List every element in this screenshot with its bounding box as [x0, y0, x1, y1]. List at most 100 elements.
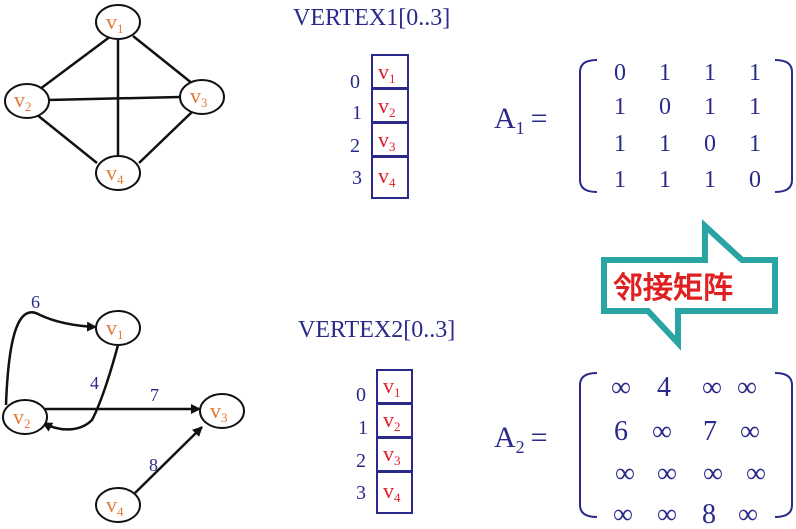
svg-text:v4: v4: [106, 492, 124, 519]
left-bracket: [579, 372, 598, 518]
cell-subscript: 3: [389, 139, 396, 154]
vertex-subscript: 2: [25, 99, 32, 114]
edge-v1-v2: [35, 34, 112, 94]
edge-v3-v4: [138, 110, 194, 164]
cell-letter: v: [378, 127, 389, 152]
matrix-cell: 0: [704, 131, 716, 157]
matrix-cell: 1: [659, 131, 671, 157]
matrix-cell: ∞: [657, 458, 677, 489]
cell-letter: v: [383, 441, 394, 466]
matrix-cell: ∞: [615, 458, 635, 489]
svg-text:v2: v2: [383, 407, 401, 434]
cell-subscript: 1: [394, 385, 401, 400]
right-bracket: [774, 59, 793, 193]
matrix-cell: 1: [614, 94, 626, 120]
matrix-subscript: 2: [516, 437, 525, 457]
matrix-cell: 1: [704, 167, 716, 193]
array-index: 0: [350, 71, 360, 93]
array-index: 1: [358, 417, 368, 439]
cell-subscript: 4: [394, 490, 401, 505]
vertex-letter: v: [210, 398, 221, 423]
array-index: 0: [356, 384, 366, 406]
matrix-cell: ∞: [702, 372, 722, 403]
vertex1-array: VERTEX1[0..3] 0 1 2 3 v1 v2 v3 v4: [293, 5, 450, 199]
vertex-subscript: 4: [117, 504, 124, 519]
vertex-subscript: 3: [221, 410, 228, 425]
cell-letter: v: [383, 407, 394, 432]
edge-v2-v4: [35, 113, 98, 164]
matrix-cell: 0: [659, 94, 671, 120]
cell-subscript: 1: [389, 71, 396, 86]
equals-sign: =: [531, 421, 548, 454]
svg-text:v2: v2: [14, 87, 32, 114]
matrix-subscript: 1: [516, 118, 525, 138]
array-cell: [371, 156, 409, 199]
vertex-v4: v4: [95, 155, 141, 191]
vertex-letter: v: [106, 315, 117, 340]
svg-text:v2: v2: [13, 404, 31, 431]
left-bracket: [579, 59, 598, 193]
array-index: 2: [356, 450, 366, 472]
vertex-subscript: 1: [117, 327, 124, 342]
vertex-subscript: 1: [117, 21, 124, 36]
vertex-v2: v2: [4, 83, 50, 119]
cell-letter: v: [383, 478, 394, 503]
vertex-v4: v4: [95, 487, 141, 523]
matrix-cell: 7: [703, 416, 717, 447]
matrix-cell: ∞: [738, 499, 758, 529]
svg-text:v1: v1: [378, 59, 396, 86]
edge-weight-6: 6: [31, 292, 40, 312]
matrix-cell: 1: [659, 60, 671, 86]
array-index: 2: [350, 135, 360, 157]
svg-text:v2: v2: [378, 93, 396, 120]
vertex-letter: v: [14, 87, 25, 112]
edge-v1-v3: [132, 35, 194, 85]
matrix-cell: 1: [614, 167, 626, 193]
svg-text:v3: v3: [210, 398, 228, 425]
svg-text:v4: v4: [383, 478, 401, 505]
vertex-letter: v: [13, 404, 24, 429]
matrix-cell: 8: [702, 499, 716, 529]
edge-v2-v3: [47, 95, 181, 102]
callout-bubble-shape: [601, 219, 778, 351]
vertex-v1: v1: [95, 4, 141, 40]
edge-v1-v2: [42, 344, 120, 432]
array-index: 1: [352, 102, 362, 124]
array-cell: [376, 471, 413, 514]
matrix-cell: 1: [659, 167, 671, 193]
vertex-letter: v: [190, 83, 201, 108]
cell-letter: v: [378, 163, 389, 188]
vertex-v3: v3: [179, 79, 225, 115]
cell-letter: v: [378, 93, 389, 118]
svg-text:v3: v3: [378, 127, 396, 154]
vertex-subscript: 2: [24, 416, 31, 431]
matrix-cell: 6: [614, 416, 628, 447]
equals-sign: =: [531, 102, 548, 135]
array-index: 3: [356, 482, 366, 504]
edge-v2-v1: [4, 311, 97, 406]
matrix-cell: 1: [704, 60, 716, 86]
matrix-cell: ∞: [740, 416, 760, 447]
vertex2-title: VERTEX2[0..3]: [298, 317, 455, 343]
matrix-cell: ∞: [652, 416, 672, 447]
vertex-v1: v1: [95, 310, 141, 346]
vertex-letter: v: [106, 160, 117, 185]
svg-text:v3: v3: [383, 441, 401, 468]
matrix-label: A2=: [494, 421, 548, 457]
matrix-cell: 0: [749, 167, 761, 193]
matrix-a2: A2= ∞ 4 ∞ ∞ 6 ∞ 7 ∞ ∞ ∞ ∞ ∞ ∞ ∞ 8 ∞: [494, 372, 793, 529]
edge-weight-4: 4: [90, 373, 99, 393]
array-index: 3: [352, 167, 362, 189]
edge-weight-8: 8: [149, 455, 158, 475]
right-bracket: [774, 372, 793, 518]
matrix-cell: 1: [704, 94, 716, 120]
cell-subscript: 4: [389, 175, 396, 190]
svg-text:v1: v1: [106, 315, 124, 342]
vertex-v2: v2: [2, 399, 48, 435]
matrix-cell: ∞: [737, 372, 757, 403]
matrix-cell: 1: [614, 131, 626, 157]
svg-text:v4: v4: [106, 160, 124, 187]
edge-weight-7: 7: [150, 385, 159, 405]
matrix-cell: 1: [749, 60, 761, 86]
svg-text:v1: v1: [383, 373, 401, 400]
